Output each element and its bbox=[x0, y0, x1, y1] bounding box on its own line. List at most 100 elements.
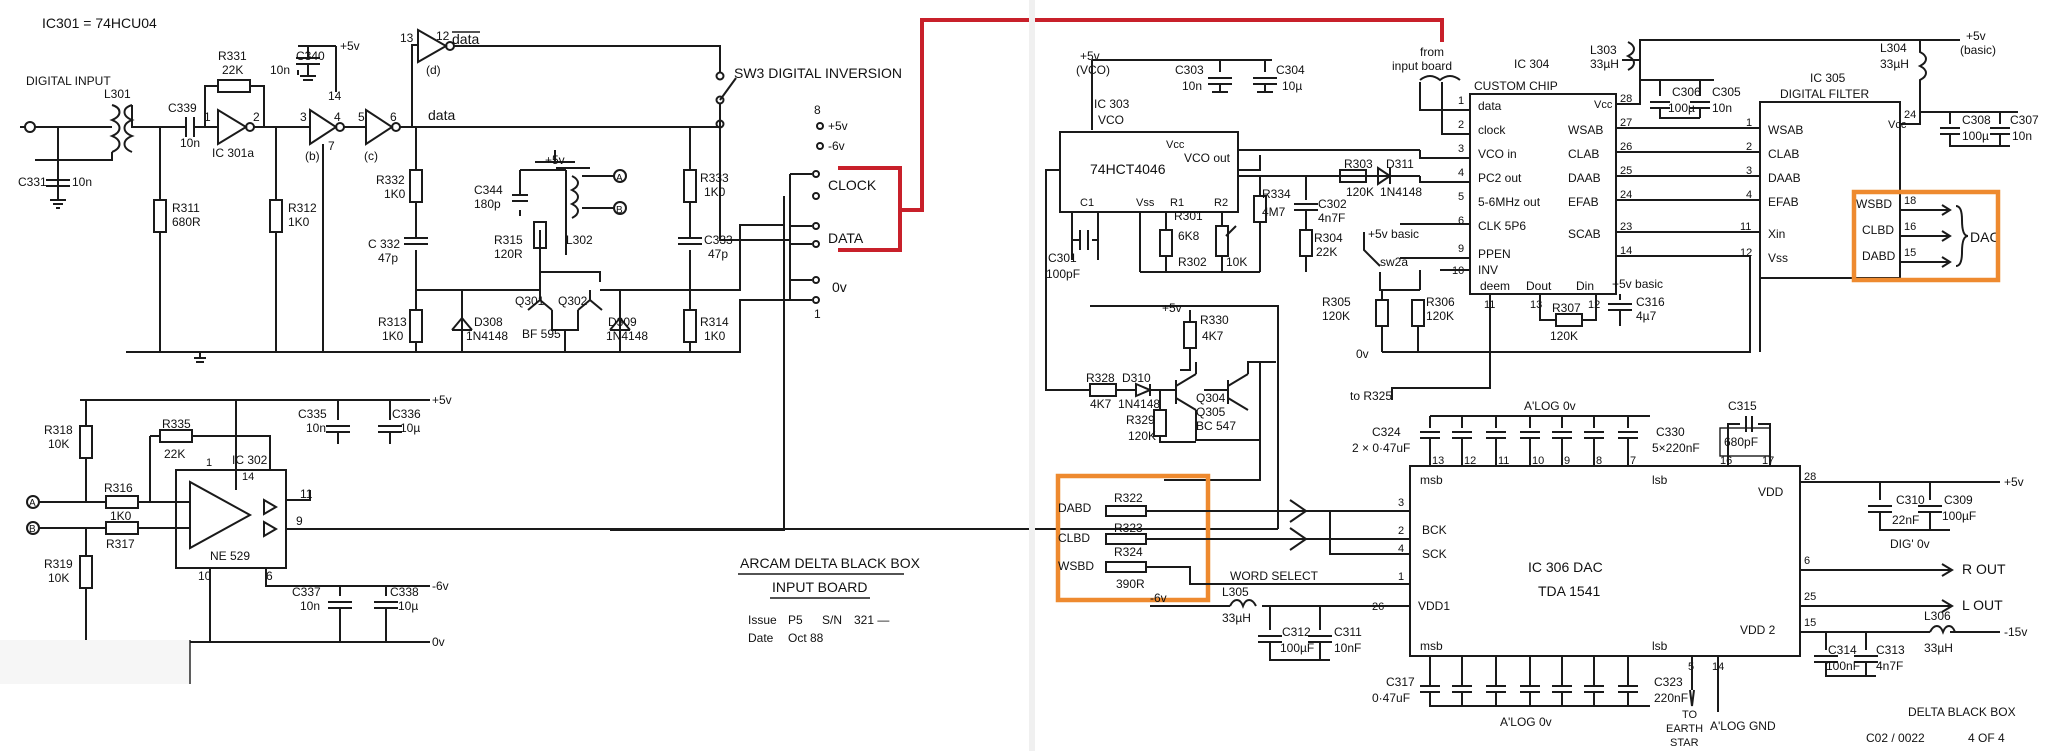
m6v-r: -6v bbox=[1150, 591, 1167, 605]
bc547-label: BC 547 bbox=[1196, 419, 1236, 433]
ic305-vss: Vss bbox=[1768, 251, 1788, 265]
ic305-n16: 16 bbox=[1904, 221, 1916, 233]
ic302-out bbox=[286, 490, 1278, 530]
c338-label: C338 bbox=[390, 585, 419, 599]
d308-label: D308 bbox=[474, 315, 503, 329]
r333 bbox=[683, 169, 697, 203]
conn-m6: -6v bbox=[828, 139, 845, 153]
conn-a-mid bbox=[613, 169, 627, 183]
c344-label: C344 bbox=[474, 183, 503, 197]
r306-value: 120K bbox=[1426, 309, 1454, 323]
dac-input-wires bbox=[1146, 510, 1410, 585]
l302-out bbox=[582, 175, 614, 209]
r304-value: 22K bbox=[1316, 245, 1337, 259]
ic304-n28: 28 bbox=[1620, 93, 1632, 105]
q-out bbox=[1164, 362, 1261, 481]
ic306-label: IC 306 DAC bbox=[1528, 559, 1603, 575]
star: STAR bbox=[1670, 737, 1699, 749]
r314-label: R314 bbox=[700, 315, 729, 329]
l305-value: 33µH bbox=[1222, 611, 1251, 625]
tda-label: TDA 1541 bbox=[1538, 583, 1600, 599]
r331 bbox=[217, 79, 251, 93]
q302 bbox=[577, 290, 603, 311]
custom-chip: CUSTOM CHIP bbox=[1474, 79, 1558, 93]
c307-label: C307 bbox=[2010, 113, 2039, 127]
c333-label: C333 bbox=[704, 233, 733, 247]
top-pin-7: 7 bbox=[1630, 455, 1636, 467]
date-value: Oct 88 bbox=[788, 631, 824, 645]
c323-label: C323 bbox=[1654, 675, 1683, 689]
c310-label: C310 bbox=[1896, 493, 1925, 507]
r322-label: R322 bbox=[1114, 491, 1143, 505]
ic305-clbd: CLBD bbox=[1862, 223, 1894, 237]
ic306-p28: 28 bbox=[1804, 471, 1816, 483]
ic304-n2: 2 bbox=[1458, 119, 1464, 131]
r1-303: R1 bbox=[1170, 197, 1184, 209]
ic304-pin-wsab: WSAB bbox=[1568, 123, 1603, 137]
top-pin-13: 13 bbox=[1432, 455, 1444, 467]
ne529-amp bbox=[189, 480, 253, 550]
pin4: 4 bbox=[334, 110, 341, 124]
ic306-p2: 2 bbox=[1398, 525, 1404, 537]
r304-label: R304 bbox=[1314, 231, 1343, 245]
c339-label: C339 bbox=[168, 101, 197, 115]
ic301a-label: IC 301a bbox=[212, 146, 254, 160]
r329-value: 120K bbox=[1128, 429, 1156, 443]
r329-wire bbox=[1159, 390, 1196, 443]
deem-wire bbox=[1391, 294, 1491, 400]
ic304-right-wires bbox=[1616, 127, 1760, 262]
r312-label: R312 bbox=[288, 201, 317, 215]
c316-cap bbox=[1608, 294, 1632, 326]
c314-value: 100nF bbox=[1826, 659, 1860, 673]
r307 bbox=[1555, 313, 1583, 327]
sw3-lever bbox=[719, 77, 737, 101]
conn-a-mid-label: A bbox=[616, 173, 623, 184]
q304-label: Q304 bbox=[1196, 391, 1226, 405]
r313-label: R313 bbox=[378, 315, 407, 329]
top-cap-rail bbox=[1429, 415, 1650, 428]
c302-cap bbox=[1294, 176, 1318, 272]
ne529-label: NE 529 bbox=[210, 549, 250, 563]
conn-b-label: B bbox=[29, 524, 36, 535]
top-pin-8: 8 bbox=[1596, 455, 1602, 467]
ic304-din: Din bbox=[1576, 279, 1594, 293]
r303-value: 120K bbox=[1346, 185, 1374, 199]
r301-label: R301 bbox=[1174, 209, 1203, 223]
c315-cap bbox=[1727, 416, 1771, 466]
vdd1-label: VDD1 bbox=[1418, 599, 1450, 613]
r301 bbox=[1159, 229, 1173, 257]
ic302-pin1: 1 bbox=[206, 457, 212, 469]
ic305-vss-wire bbox=[1382, 262, 1751, 353]
ic304-n24: 24 bbox=[1620, 189, 1632, 201]
pin5: 5 bbox=[358, 110, 365, 124]
q-emitters bbox=[551, 310, 579, 352]
c301-cap bbox=[1071, 212, 1099, 260]
r331-value: 22K bbox=[222, 63, 243, 77]
ic304-n26: 26 bbox=[1620, 141, 1632, 153]
bottom-cap-rail bbox=[1429, 692, 1650, 707]
vcc-303: Vcc bbox=[1166, 139, 1185, 151]
conn-0v-dot1 bbox=[812, 276, 820, 284]
ic304-n25: 25 bbox=[1620, 165, 1632, 177]
r312 bbox=[269, 199, 283, 233]
r332 bbox=[409, 169, 423, 203]
ic304-dout: Dout bbox=[1526, 279, 1552, 293]
c310-value: 22nF bbox=[1892, 513, 1919, 527]
ic304-pin-efab: EFAB bbox=[1568, 195, 1599, 209]
date-label: Date bbox=[748, 631, 774, 645]
vco-supply bbox=[1091, 59, 1272, 130]
c301-value: 100pF bbox=[1046, 267, 1080, 281]
sck-wire bbox=[1329, 511, 1410, 555]
r317 bbox=[105, 521, 139, 535]
r305-value: 120K bbox=[1322, 309, 1350, 323]
c336-cap bbox=[378, 400, 402, 444]
ic304-pin-clk5p6: CLK 5P6 bbox=[1478, 219, 1526, 233]
r329-label: R329 bbox=[1126, 413, 1155, 427]
ic304-pin-clab: CLAB bbox=[1568, 147, 1599, 161]
r303-label: R303 bbox=[1344, 157, 1373, 171]
sw3-wiper bbox=[715, 95, 725, 105]
ic305-n15: 15 bbox=[1904, 247, 1916, 259]
c309-label: C309 bbox=[1944, 493, 1973, 507]
r333-label: R333 bbox=[700, 171, 729, 185]
